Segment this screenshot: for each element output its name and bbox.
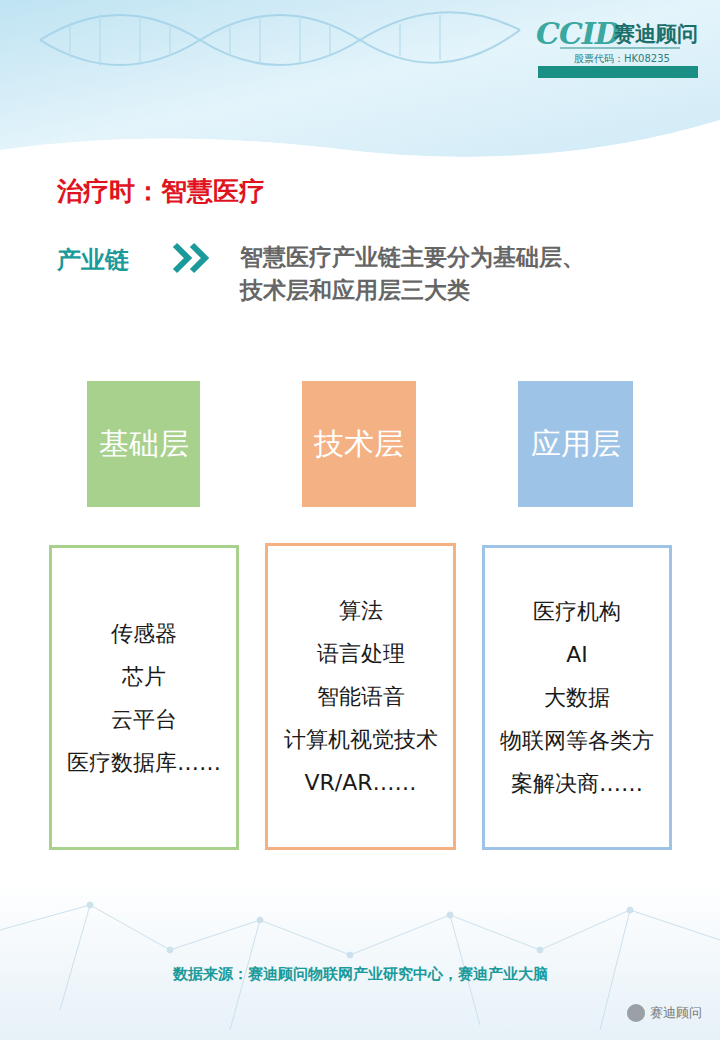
item-text: 计算机视觉技术 (284, 718, 438, 761)
item-text: 传感器 (111, 612, 177, 655)
item-text: 医疗机构 (533, 590, 621, 633)
header-text: 技术层 (314, 425, 404, 463)
item-text: 语言处理 (317, 632, 405, 675)
section-label: 产业链 (57, 244, 129, 276)
layer-list-box: 医疗机构AI大数据物联网等各类方案解决商…… (482, 545, 672, 850)
item-text: 大数据 (544, 676, 610, 719)
page-title: 治疗时：智慧医疗 (57, 174, 265, 209)
item-text: 云平台 (111, 698, 177, 741)
header-text: 基础层 (99, 425, 189, 463)
layer-list-box: 算法语言处理智能语音计算机视觉技术VR/AR…… (265, 543, 456, 850)
source-note: 数据来源：赛迪顾问物联网产业研究中心，赛迪产业大脑 (0, 965, 720, 984)
item-text: AI (566, 633, 588, 676)
header-text: 应用层 (531, 425, 621, 463)
layer-list-box: 传感器芯片云平台医疗数据库…… (49, 545, 239, 850)
item-text: 医疗数据库…… (67, 741, 221, 784)
stock-code: 股票代码：HK08235 (574, 52, 670, 66)
item-text: VR/AR…… (304, 761, 416, 804)
item-text: 算法 (339, 589, 383, 632)
logo-mark: CCID (536, 16, 620, 51)
item-text: 芯片 (122, 655, 166, 698)
layer-header: 应用层 (518, 381, 633, 507)
logo-name: 赛迪顾问 (614, 20, 698, 48)
section-summary: 智慧医疗产业链主要分为基础层、技术层和应用层三大类 (240, 241, 602, 307)
item-text: 物联网等各类方案解决商…… (499, 719, 655, 805)
watermark: 赛迪顾问 (650, 1004, 702, 1022)
item-text: 智能语音 (317, 675, 405, 718)
layer-header: 技术层 (302, 381, 416, 507)
layer-header: 基础层 (87, 381, 200, 507)
